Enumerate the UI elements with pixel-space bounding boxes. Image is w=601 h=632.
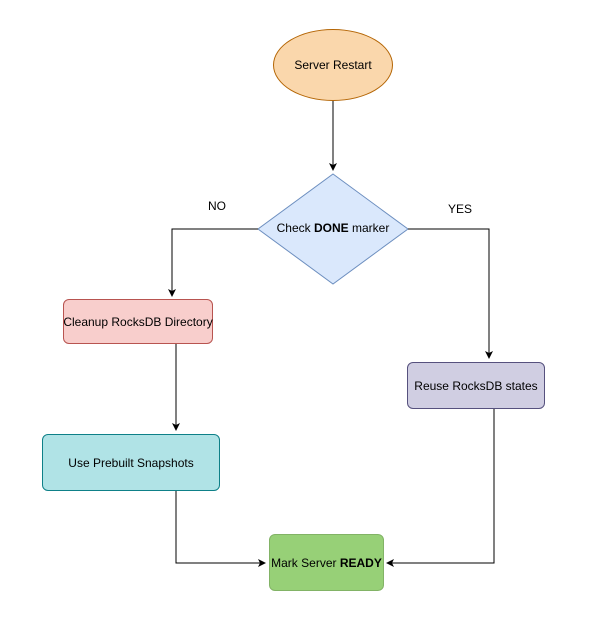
edge-decision-to-cleanup (168, 228, 258, 297)
edge-label-no: NO (208, 199, 226, 213)
decision-diamond-shape (257, 173, 409, 285)
end-node-mark-server-ready: Mark Server READY (269, 534, 384, 591)
decision-label-bold: DONE (314, 221, 349, 235)
decision-label-prefix: Check (276, 221, 314, 235)
edge-label-yes: YES (448, 202, 473, 216)
start-node-server-restart: Server Restart (273, 29, 393, 101)
reuse-node-label: Reuse RocksDB states (414, 378, 538, 393)
decision-label-suffix: marker (348, 221, 390, 235)
ready-label-prefix: Mark Server (271, 555, 340, 570)
snapshots-node-label: Use Prebuilt Snapshots (68, 455, 194, 470)
edge-snapshots-to-ready (175, 491, 266, 567)
cleanup-node-label: Cleanup RocksDB Directory (63, 314, 213, 329)
start-node-label: Server Restart (294, 58, 372, 72)
ready-label-bold: READY (339, 555, 382, 570)
process-node-use-prebuilt-snapshots: Use Prebuilt Snapshots (42, 434, 220, 491)
process-node-cleanup-rocksdb: Cleanup RocksDB Directory (63, 299, 213, 344)
edge-decision-to-reuse (408, 228, 493, 359)
process-node-reuse-rocksdb-states: Reuse RocksDB states (407, 362, 545, 409)
decision-node-check-done-marker: Check DONE marker (258, 216, 408, 240)
edge-reuse-to-ready (386, 409, 495, 567)
